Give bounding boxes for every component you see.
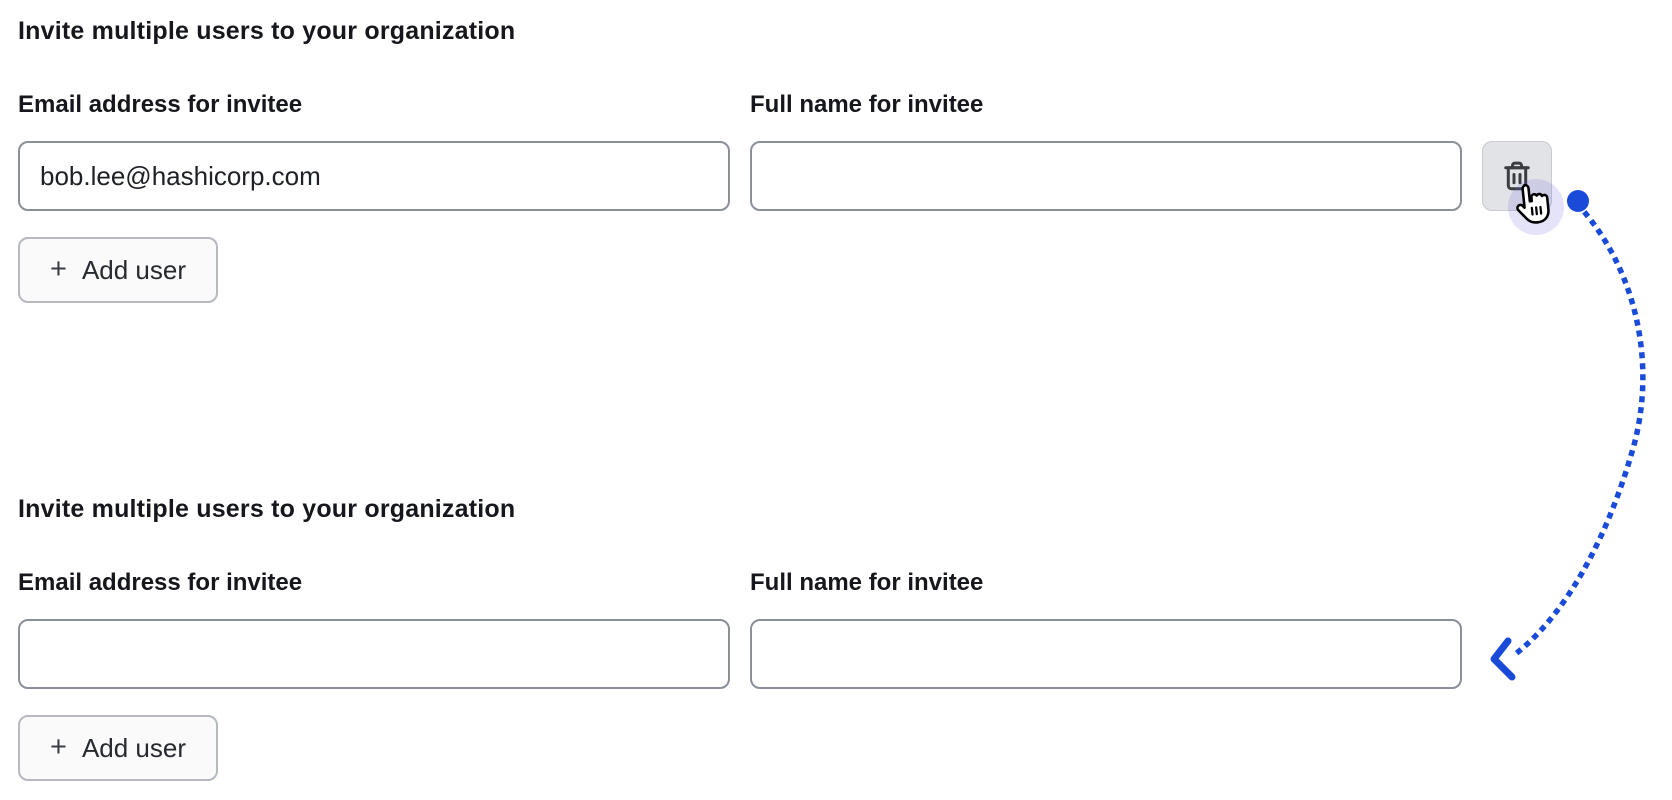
arrow-start-dot (1567, 190, 1589, 212)
plus-icon: + (50, 730, 67, 763)
add-user-button[interactable]: + Add user (18, 715, 219, 781)
fullname-field-group: Full name for invitee (750, 568, 1462, 689)
fullname-label: Full name for invitee (750, 91, 984, 118)
add-user-button[interactable]: + Add user (18, 237, 219, 303)
arrowhead (1490, 637, 1516, 681)
add-user-label: Add user (81, 732, 187, 763)
invite-form-before: Invite multiple users to your organizati… (18, 16, 1552, 303)
add-user-label: Add user (81, 254, 187, 285)
invite-form-after: Invite multiple users to your organizati… (18, 494, 1462, 781)
email-input[interactable] (18, 619, 730, 689)
email-input[interactable] (18, 141, 730, 211)
plus-icon: + (50, 252, 67, 285)
email-field-group: Email address for invitee (18, 90, 730, 211)
fullname-input[interactable] (750, 619, 1462, 689)
email-field-group: Email address for invitee (18, 568, 730, 689)
fullname-label: Full name for invitee (750, 569, 984, 596)
invitee-row: Email address for invitee Full name for … (18, 568, 1462, 689)
section-heading: Invite multiple users to your organizati… (18, 495, 516, 523)
section-heading: Invite multiple users to your organizati… (18, 17, 516, 45)
invitee-row: Email address for invitee Full name for … (18, 90, 1552, 211)
fullname-input[interactable] (750, 141, 1462, 211)
fullname-field-group: Full name for invitee (750, 90, 1462, 211)
email-label: Email address for invitee (18, 91, 303, 118)
email-label: Email address for invitee (18, 569, 303, 596)
delete-row-button[interactable] (1482, 141, 1552, 211)
trash-icon (1499, 158, 1535, 194)
